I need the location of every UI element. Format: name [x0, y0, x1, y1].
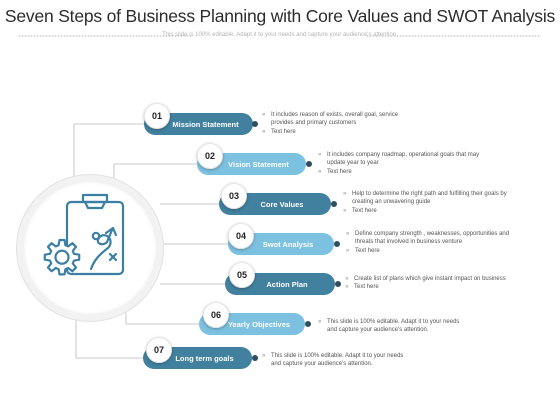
title-divider-left [18, 35, 193, 37]
description-line: This slide is 100% editable. Adapt it to… [271, 353, 404, 359]
step-5-number: 05 [229, 262, 255, 288]
description-line: and capture your audience's attention. [327, 327, 429, 334]
bullet-icon: » [345, 284, 349, 291]
page-title: Seven Steps of Business Planning with Co… [4, 6, 556, 26]
description-line: Help to determine the right path and ful… [352, 191, 507, 197]
description-line: and capture your audience's attention. [271, 361, 373, 368]
step-2-pill: Vision Statement [197, 153, 306, 175]
step-2-number: 02 [197, 143, 223, 169]
step-4-label: Swot Analysis [262, 239, 314, 249]
page-subtitle: This slide is 100% editable. Adapt it to… [162, 32, 398, 38]
description-line: Text here [352, 207, 377, 214]
description-line: This slide is 100% editable. Adapt it to… [327, 319, 460, 325]
bullet-icon: » [318, 152, 322, 158]
step-6-number: 06 [203, 302, 229, 328]
description-line: threats that involved in business ventur… [355, 239, 463, 246]
step-2-endcap [306, 161, 312, 167]
step-1-endcap [252, 121, 258, 127]
step-3-description: » Help to determine the right path and fu… [343, 190, 507, 215]
description-line: creating an unwavering guide [352, 199, 431, 206]
step-3-number: 03 [221, 183, 247, 209]
step-3-pill: Core Values [219, 193, 331, 215]
step-6-endcap [305, 321, 311, 327]
step-4-number: 04 [228, 223, 254, 249]
hub-circle [23, 181, 157, 315]
description-line: Text here [271, 128, 296, 135]
step-5-description: » Create list of plans which give instant… [345, 275, 506, 292]
bullet-icon: » [346, 247, 350, 254]
step-4-pill: Swot Analysis [228, 233, 334, 255]
step-3-label: Core Values [260, 199, 304, 209]
description-line: Create list of plans which give instant … [354, 276, 506, 282]
step-7-endcap [252, 355, 258, 361]
step-6-description: » This slide is 100% editable. Adapt it t… [318, 318, 459, 335]
description-line: It includes reason of exists, overall go… [271, 112, 399, 118]
description-line: provides and primary customers [271, 120, 357, 127]
bullet-icon: » [345, 276, 349, 282]
step-2-label: Vision Statement [228, 159, 289, 169]
title-divider-right [366, 35, 541, 37]
bullet-icon: » [262, 112, 266, 118]
description-line: Text here [355, 247, 380, 254]
bullet-icon: » [343, 207, 347, 214]
description-line: Define company strength , weaknesses, op… [355, 231, 510, 237]
step-1-description: » It includes reason of exists, overall g… [262, 111, 398, 136]
step-1-label: Mission Statement [172, 119, 239, 129]
planning-clipboard-gear-icon [43, 193, 125, 276]
step-4-description: » Define company strength , weaknesses, o… [346, 230, 509, 255]
bullet-icon: » [262, 128, 266, 135]
step-2-description: » It includes company roadmap, operationa… [318, 151, 479, 176]
description-line: update year to year [327, 160, 379, 167]
step-5-endcap [335, 281, 341, 287]
bullet-icon: » [346, 231, 350, 237]
bullet-icon: » [343, 191, 347, 197]
step-6-label: Yearly Objectives [227, 319, 291, 329]
bullet-icon: » [318, 168, 322, 175]
step-7-number: 07 [146, 337, 172, 363]
bullet-icon: » [262, 353, 266, 359]
description-line: It includes company roadmap, operational… [327, 152, 480, 158]
step-1-pill: Mission Statement [144, 113, 253, 135]
step-1-number: 01 [144, 103, 170, 129]
bullet-icon: » [318, 319, 322, 325]
step-4-endcap [334, 241, 340, 247]
description-line: Text here [354, 284, 379, 291]
description-line: Text here [327, 168, 352, 175]
step-7-description: » This slide is 100% editable. Adapt it t… [262, 352, 403, 369]
step-7-label: Long term goals [175, 353, 234, 363]
step-5-label: Action Plan [266, 279, 308, 289]
step-3-endcap [331, 201, 337, 207]
